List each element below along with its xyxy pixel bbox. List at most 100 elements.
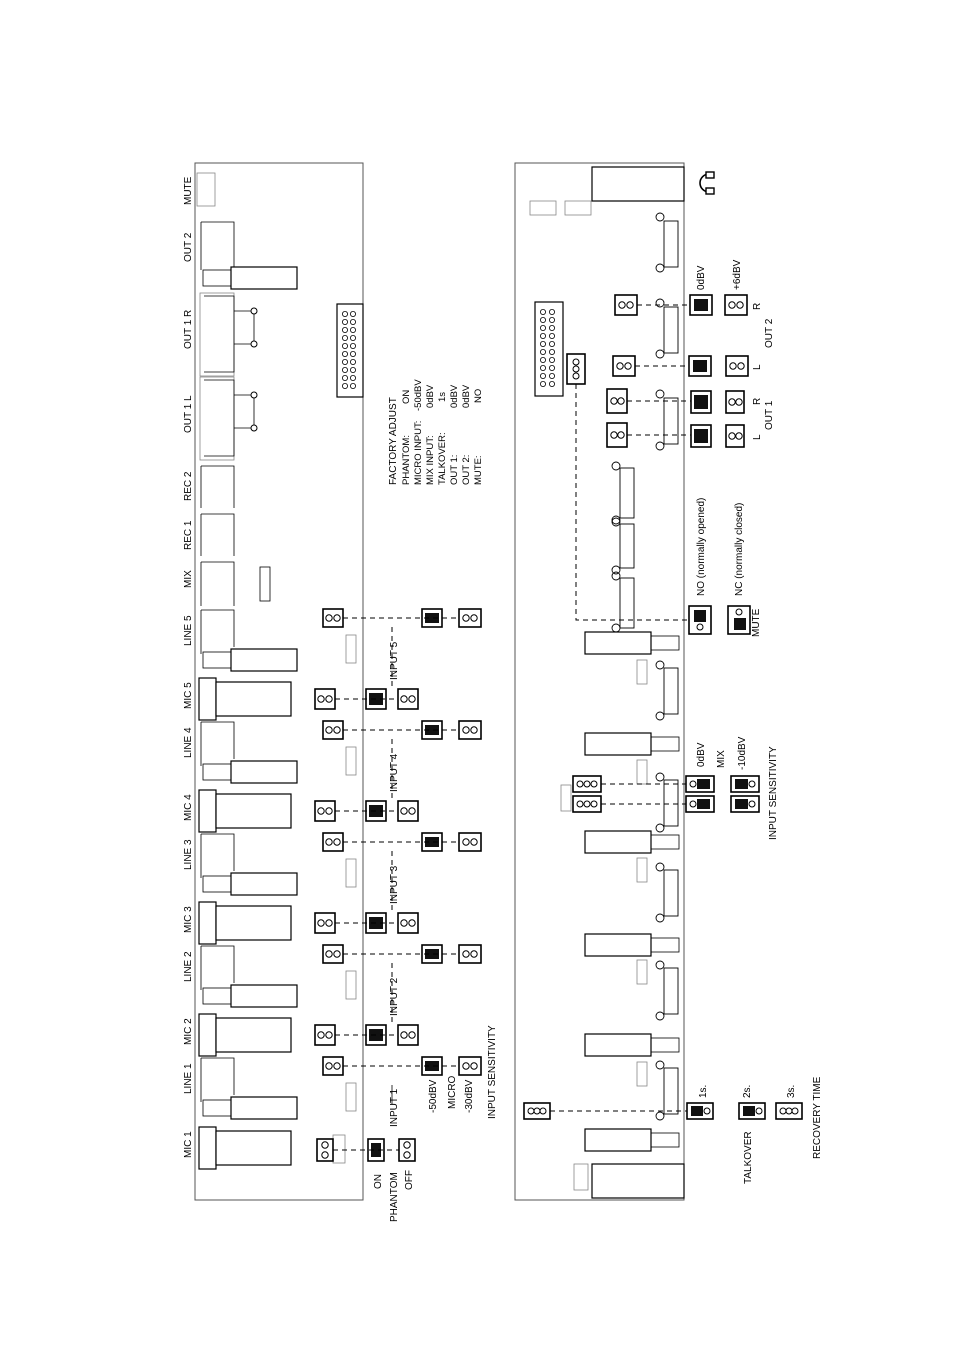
label-line-4: LINE 4 xyxy=(183,727,194,758)
mute-link-line xyxy=(575,384,696,621)
label-talkover: TALKOVER xyxy=(743,1131,754,1184)
label-out2-0dbv: 0dBV xyxy=(696,265,707,290)
factory-row-value: 1s xyxy=(437,392,448,402)
line-connector xyxy=(200,833,298,896)
factory-row: OUT 1: 0dBV xyxy=(449,384,460,485)
factory-row-label: MUTE: xyxy=(473,455,484,485)
top-panel: MIC 1 LINE 1 MIC 2 LINE 2 MIC 3 LINE 3 M… xyxy=(183,162,498,1222)
label-input-5: INPUT 5 xyxy=(389,641,400,680)
input-labels: INPUT 1 INPUT 2 INPUT 3 INPUT 4 INPUT 5 xyxy=(389,641,400,1127)
out2-jumpers xyxy=(612,294,749,377)
label-mute: MUTE xyxy=(751,608,762,637)
label-out2-l: L xyxy=(752,364,763,370)
label-mix: MIX xyxy=(183,570,194,588)
label-mix: MIX xyxy=(716,750,727,768)
factory-adjust-table: FACTORY ADJUST PHANTOM: ON MICRO INPUT: … xyxy=(388,379,484,485)
label-out2: OUT 2 xyxy=(764,318,775,348)
label-mic-4: MIC 4 xyxy=(183,794,194,821)
board-components xyxy=(611,212,679,1121)
input-jumpers xyxy=(314,608,482,1162)
label-mic-3: MIC 3 xyxy=(183,906,194,933)
label-line-5: LINE 5 xyxy=(183,615,194,646)
mix-rec-connectors xyxy=(200,465,271,606)
line-connector xyxy=(200,1057,298,1120)
bottom-panel-outline xyxy=(514,162,685,1201)
out1-legend: R L OUT 1 xyxy=(752,398,775,440)
factory-row: MUTE: NO xyxy=(473,389,484,485)
factory-row-label: MICRO INPUT: xyxy=(413,421,424,485)
factory-row-label: OUT 2: xyxy=(461,455,472,485)
input-5-jumpers xyxy=(314,608,482,710)
label-recovery-time: RECOVERY TIME xyxy=(812,1076,823,1159)
headphone-jack xyxy=(591,166,685,202)
input-1-jumpers xyxy=(316,1056,482,1162)
small-ic xyxy=(529,200,557,216)
mute-legend: NO (normally opened) NC (normally closed… xyxy=(696,498,762,637)
factory-row-label: MIX INPUT: xyxy=(425,435,436,485)
ribbon-header-bottom xyxy=(534,301,586,397)
label-input-sensitivity-bottom: INPUT SENSITIVITY xyxy=(768,746,779,840)
line-connector xyxy=(200,945,298,1008)
label-mix-0dbv: 0dBV xyxy=(696,742,707,767)
label-out-1-r: OUT 1 R xyxy=(183,310,194,349)
mix-legend: 0dBV MIX -10dBV INPUT SENSITIVITY xyxy=(696,736,779,840)
headphone-icon xyxy=(699,171,715,195)
label-line-3: LINE 3 xyxy=(183,839,194,870)
mic-connector xyxy=(198,901,292,945)
factory-row: OUT 2: 0dBV xyxy=(461,384,472,485)
factory-row: MIX INPUT: 0dBV xyxy=(425,384,436,485)
label-phantom-on: ON xyxy=(373,1174,384,1189)
label-line-1: LINE 1 xyxy=(183,1063,194,1094)
mic-connector xyxy=(198,677,292,721)
mic-connector xyxy=(198,1126,292,1170)
talkover-jumpers xyxy=(523,1102,803,1120)
label-line-2: LINE 2 xyxy=(183,951,194,982)
input-4-jumpers xyxy=(314,720,482,822)
label-phantom: PHANTOM xyxy=(389,1172,400,1222)
bottom-jacks xyxy=(560,631,685,1199)
label-rec-1: REC 1 xyxy=(183,520,194,550)
micro-sensitivity-legend: -50dBV MICRO -30dBV INPUT SENSITIVITY xyxy=(428,1025,498,1119)
label-mute: MUTE xyxy=(183,176,194,205)
label-input-4: INPUT 4 xyxy=(389,753,400,792)
label-out1-l: L xyxy=(752,434,763,440)
label-mix-minus-10dbv: -10dBV xyxy=(737,736,748,770)
phantom-legend: ON PHANTOM OFF xyxy=(373,1170,415,1222)
factory-row: PHANTOM: ON xyxy=(401,390,412,485)
output-connectors xyxy=(199,221,298,461)
factory-row-label: OUT 1: xyxy=(449,455,460,485)
label-out1: OUT 1 xyxy=(764,400,775,430)
small-components xyxy=(332,634,357,1164)
top-panel-outline xyxy=(194,162,364,1201)
mix-jumpers xyxy=(572,775,760,813)
label-mute-no: NO (normally opened) xyxy=(696,498,707,596)
factory-row-value: -50dBV xyxy=(413,379,424,411)
connector-labels: MIC 1 LINE 1 MIC 2 LINE 2 MIC 3 LINE 3 M… xyxy=(183,176,194,1158)
out2-legend: 0dBV +6dBV R L OUT 2 xyxy=(696,259,775,370)
mic-connectors xyxy=(198,677,292,1170)
label-input-3: INPUT 3 xyxy=(389,865,400,904)
ribbon-header xyxy=(336,303,364,398)
line-connectors xyxy=(200,609,298,1120)
label-input-sensitivity-top: INPUT SENSITIVITY xyxy=(487,1025,498,1119)
mute-connector xyxy=(196,172,216,207)
factory-row-value: ON xyxy=(401,390,412,404)
factory-row: MICRO INPUT: -50dBV xyxy=(413,379,424,485)
label-out-1-l: OUT 1 L xyxy=(183,395,194,433)
label-input-2: INPUT 2 xyxy=(389,977,400,1016)
label-talkover-2s: 2s. xyxy=(742,1085,753,1098)
label-out1-r: R xyxy=(752,398,763,405)
factory-row-label: PHANTOM: xyxy=(401,435,412,485)
label-mic-2: MIC 2 xyxy=(183,1018,194,1045)
factory-row-value: NO xyxy=(473,389,484,403)
factory-row-value: 0dBV xyxy=(461,384,472,408)
label-talkover-3s: 3s. xyxy=(786,1085,797,1098)
label-minus-50dbv: -50dBV xyxy=(428,1079,439,1113)
factory-row: TALKOVER: 1s xyxy=(437,392,448,485)
label-input-1: INPUT 1 xyxy=(389,1088,400,1127)
factory-row-label: TALKOVER: xyxy=(437,432,448,485)
bottom-panel: 0dBV +6dBV R L OUT 2 R L OUT 1 NO (norma… xyxy=(514,162,823,1201)
label-rec-2: REC 2 xyxy=(183,471,194,501)
input-2-jumpers xyxy=(314,944,482,1046)
